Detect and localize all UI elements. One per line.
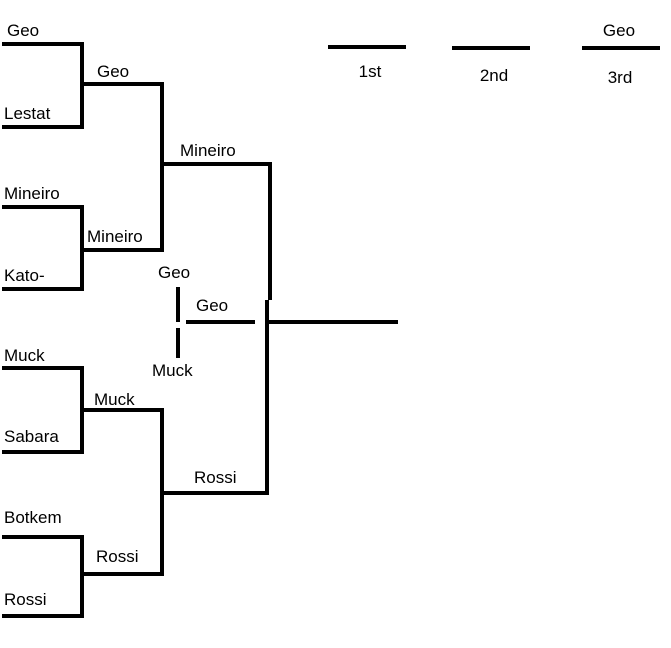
player-name: Geo <box>196 296 228 315</box>
player-name: Sabara <box>4 427 59 446</box>
podium-first-label: 1st <box>359 62 382 81</box>
player-name: Lestat <box>4 104 51 123</box>
player-name: Rossi <box>4 590 47 609</box>
player-name: Geo <box>158 263 190 282</box>
player-name: Geo <box>7 21 39 40</box>
podium-second-label: 2nd <box>480 66 508 85</box>
player-name: Rossi <box>96 547 139 566</box>
player-name: Muck <box>94 390 135 409</box>
player-name: Muck <box>152 361 193 380</box>
player-name: Muck <box>4 346 45 365</box>
player-name: Botkem <box>4 508 62 527</box>
player-name: Mineiro <box>87 227 143 246</box>
player-name: Rossi <box>194 468 237 487</box>
podium-third-label: 3rd <box>608 68 633 87</box>
podium-third-name: Geo <box>603 21 635 40</box>
player-name: Geo <box>97 62 129 81</box>
player-name: Kato- <box>4 266 45 285</box>
player-name: Mineiro <box>4 184 60 203</box>
player-name: Mineiro <box>180 141 236 160</box>
